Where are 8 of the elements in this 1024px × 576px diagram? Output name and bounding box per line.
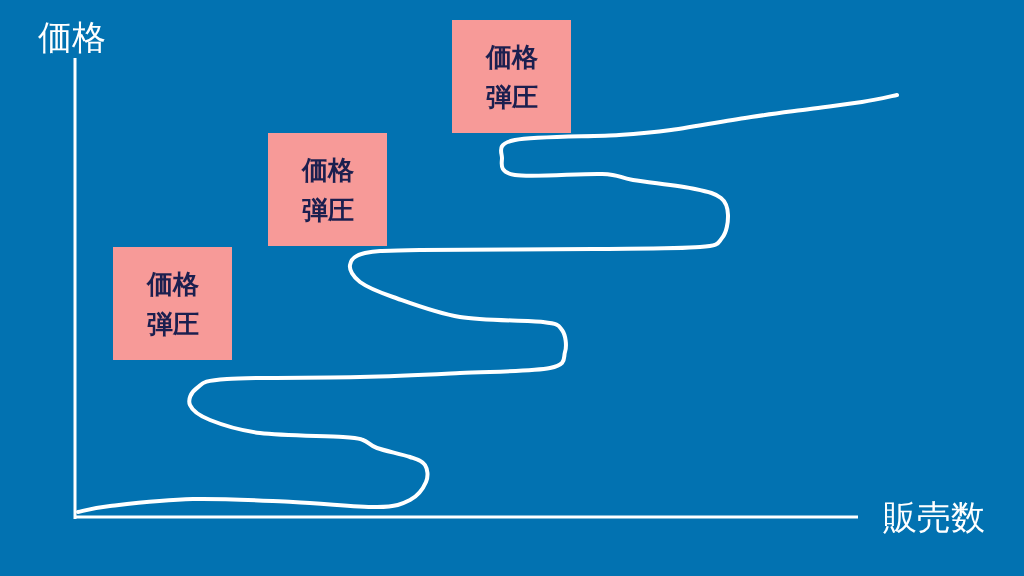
x-axis-label: 販売数 [883,500,985,534]
note-card [452,20,571,133]
y-axis-label: 価格 [38,20,106,54]
note-card [268,133,387,246]
card-text: 価格弾圧 [300,153,355,227]
note-card [113,247,232,360]
card-text: 価格弾圧 [484,40,539,114]
card-text: 価格弾圧 [145,267,200,341]
